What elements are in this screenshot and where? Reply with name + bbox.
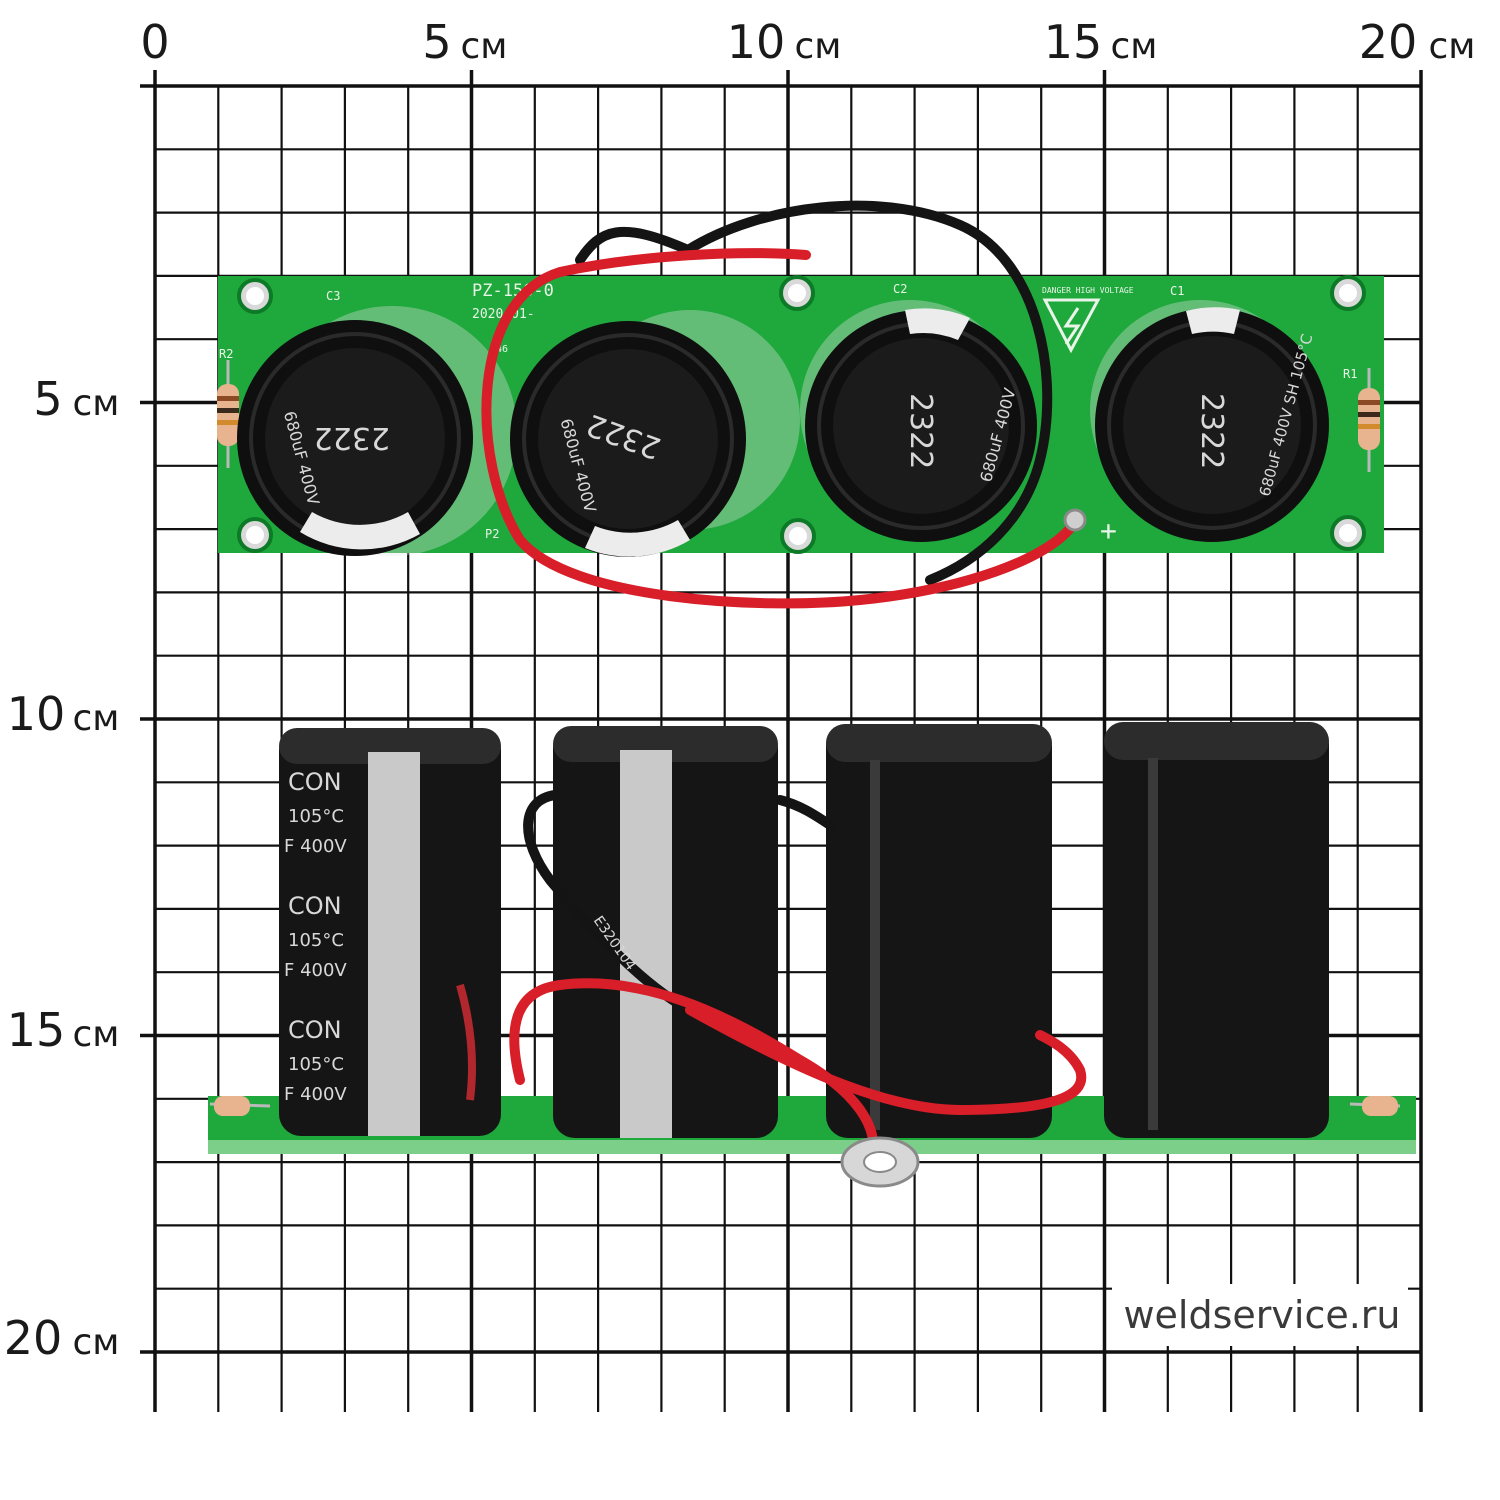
top-label-10: 10 (727, 15, 786, 69)
ref-c1: C1 (1170, 284, 1184, 298)
left-unit-20: см (73, 1322, 120, 1363)
wire-terminal (1063, 508, 1087, 532)
resistor-r2 (217, 360, 239, 468)
left-unit-15: см (73, 1014, 120, 1055)
capacitor-top-c2: 2322 680uF 400V (800, 300, 1037, 542)
red-wire (509, 978, 879, 1165)
cap-temp: 105°C (288, 930, 344, 951)
cap-rating: F 400V (284, 1084, 347, 1105)
ring-terminal (840, 1136, 920, 1188)
watermark-bg (1112, 1284, 1408, 1346)
red-wire (481, 248, 1080, 609)
watermark: weldservice.ru (1123, 1293, 1400, 1337)
cap-rating: F 400V (284, 960, 347, 981)
mounting-hole (237, 278, 273, 314)
black-wire (683, 200, 1053, 585)
mounting-hole (1330, 515, 1366, 551)
red-wire (685, 1005, 1087, 1116)
black-wire (775, 795, 835, 830)
top-label-15: 15 (1044, 15, 1103, 69)
resistor-r1 (1358, 368, 1380, 472)
capacitor-side-4 (1104, 722, 1329, 1138)
top-label-5: 5 (422, 15, 451, 69)
capacitor-side-1: CON 105°C F 400V CON 105°C F 400V CON 10… (279, 728, 501, 1136)
mounting-hole (780, 518, 816, 554)
warning-text: DANGER HIGH VOLTAGE (1042, 286, 1134, 295)
cap-code: 2322 (314, 420, 390, 455)
top-ruler: 0 5 см 10 см 15 см 20 см (140, 15, 1475, 69)
left-unit-10: см (73, 698, 120, 739)
cap-brand: CON (288, 892, 342, 920)
cap-temp: 105°C (288, 1054, 344, 1075)
left-ruler: 5 см 10 см 15 см 20 см (4, 372, 120, 1365)
ref-c3: C3 (326, 289, 340, 303)
ref-c2: C2 (893, 282, 907, 296)
black-wire (523, 790, 695, 1015)
ref-r1: R1 (1343, 367, 1357, 381)
cap-code: 2322 (903, 393, 938, 469)
plus-sign: + (1100, 514, 1117, 547)
cap-brand: CON (288, 768, 342, 796)
resistor-side-left (209, 1096, 271, 1116)
mounting-hole (1330, 275, 1366, 311)
capacitor-side-3 (826, 724, 1052, 1138)
top-label-0: 0 (140, 15, 169, 69)
left-label-10: 10 (7, 687, 66, 741)
capacitor-top-c4: 2322 680uF 400V (510, 310, 800, 557)
left-label-20: 20 (4, 1311, 63, 1365)
pcb-side-view: CON 105°C F 400V CON 105°C F 400V CON 10… (208, 722, 1416, 1188)
cap-brand: CON (288, 1016, 342, 1044)
capacitor-top-c3: 2322 680uF 400V (237, 306, 517, 556)
left-unit-5: см (73, 383, 120, 424)
mounting-hole (779, 275, 815, 311)
cap-code: 2322 (1194, 393, 1229, 469)
high-voltage-warning-icon (1042, 298, 1101, 354)
top-label-20: 20 (1359, 15, 1418, 69)
cap-temp: 105°C (288, 806, 344, 827)
left-label-5: 5 (33, 372, 62, 426)
ref-r2: R2 (219, 347, 233, 361)
left-label-15: 15 (7, 1003, 66, 1057)
resistor-side-right (1349, 1096, 1401, 1116)
red-wire (456, 983, 476, 1101)
capacitor-side-2 (553, 726, 778, 1138)
pcb-top-view: PZ-156-0 2020-01- E46 C3 C2 C1 R2 R1 P2 … (217, 200, 1384, 609)
top-unit-5: см (461, 26, 508, 67)
black-wire (575, 226, 693, 265)
top-unit-20: см (1429, 26, 1476, 67)
mounting-hole (237, 517, 273, 553)
top-unit-15: см (1111, 26, 1158, 67)
capacitor-top-c1: 2322 680uF 400V SH 105°C (1090, 300, 1329, 542)
top-unit-10: см (795, 26, 842, 67)
ref-p2: P2 (485, 527, 499, 541)
cap-rating: F 400V (284, 836, 347, 857)
